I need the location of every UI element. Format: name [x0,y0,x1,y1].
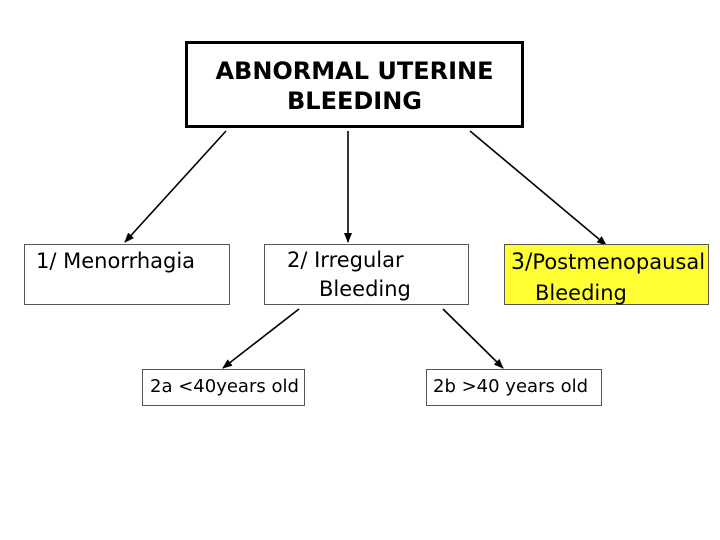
arrow-to-menorrhagia [124,130,227,243]
root-node-abnormal-uterine-bleeding: ABNORMAL UTERINE BLEEDING [185,41,524,128]
over-40-label: 2b >40 years old [433,376,589,397]
postmenopausal-label-line2: Bleeding [535,281,627,305]
node-over-40: 2b >40 years old [426,369,602,406]
node-postmenopausal-bleeding: 3/Postmenopausal Bleeding [504,244,709,305]
under-40-label: 2a <40years old [150,376,299,397]
irregular-label-line1: 2/ Irregular [287,248,404,272]
arrow-to-over-40 [442,308,504,369]
node-irregular-bleeding: 2/ Irregular Bleeding [264,244,469,305]
root-title-line1: ABNORMAL UTERINE [215,57,494,85]
node-menorrhagia: 1/ Menorrhagia [24,244,230,305]
postmenopausal-number: 3/ [511,250,533,275]
node-under-40: 2a <40years old [142,369,305,406]
root-title-line2: BLEEDING [286,87,422,115]
arrow-to-under-40 [222,308,300,369]
irregular-label-line2: Bleeding [319,277,411,301]
postmenopausal-label-line1: Postmenopausal [532,250,706,274]
menorrhagia-label: 1/ Menorrhagia [36,249,196,273]
arrow-to-postmenopausal [469,130,607,246]
